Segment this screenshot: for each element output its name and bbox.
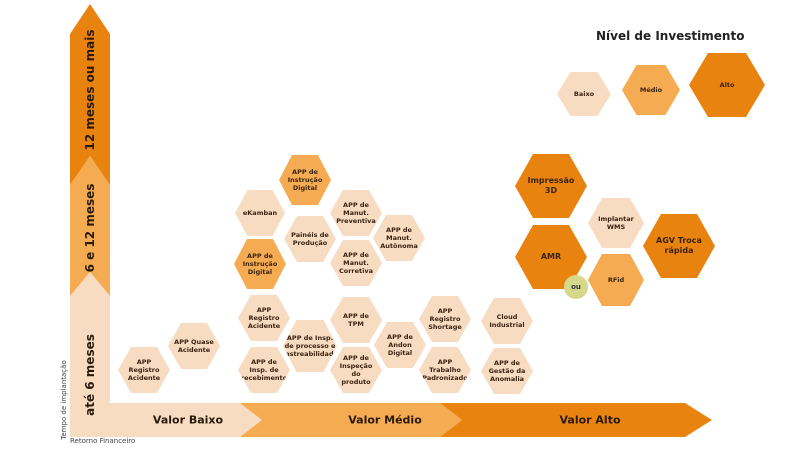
y-band-label-mid: 6 e 12 meses [83, 183, 97, 273]
x-band-high [440, 403, 712, 437]
y-band-mid [70, 156, 110, 296]
node-impressao-3d: Impressão 3D [515, 154, 587, 218]
y-band-label-high: 12 meses ou mais [83, 29, 97, 151]
x-band-label-mid: Valor Médio [348, 413, 422, 427]
legend-item-low: Baixo [557, 72, 611, 116]
connector-or: ou [564, 275, 588, 299]
y-band-label-low: até 6 meses [83, 334, 97, 416]
x-axis-title: Retorno Financeiro [70, 437, 136, 445]
legend-item-high: Alto [689, 53, 765, 117]
x-band-mid [240, 403, 462, 437]
x-band-label-low: Valor Baixo [152, 413, 224, 427]
x-band-label-high: Valor Alto [559, 413, 621, 427]
legend-item-mid: Médio [622, 65, 680, 115]
y-band-low [70, 272, 110, 430]
y-band-high [70, 4, 110, 185]
x-band-low [70, 403, 262, 437]
y-axis-title: Tempo de implantação [60, 360, 68, 440]
legend-title: Nível de Investimento [596, 29, 745, 43]
